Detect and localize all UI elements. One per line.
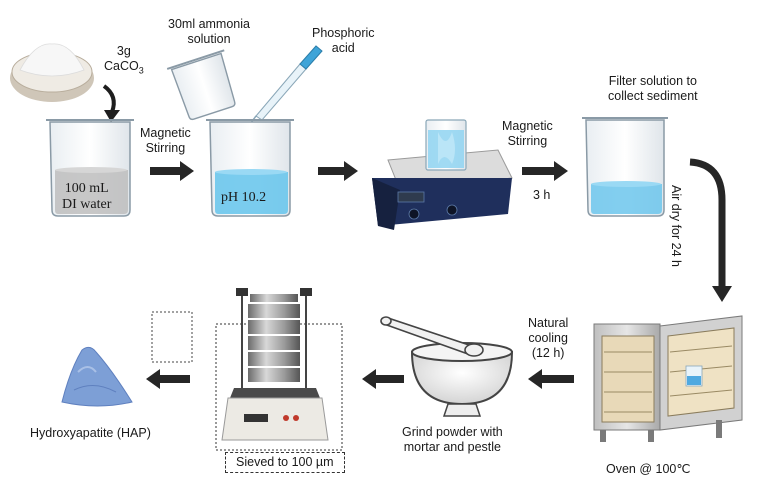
ammonia-label: 30ml ammonia solution bbox=[168, 17, 250, 47]
ammonia-line1: 30ml ammonia bbox=[168, 17, 250, 31]
magnetic-stirrer-icon bbox=[372, 119, 513, 230]
process-arrow-1-icon bbox=[150, 161, 194, 181]
stir2-label: Magnetic Stirring bbox=[502, 119, 553, 149]
caco3-dish-icon bbox=[10, 43, 94, 102]
curved-arrowhead-icon bbox=[104, 110, 120, 122]
sieved-label: Sieved to 100 µm bbox=[225, 452, 345, 473]
process-arrow-3-icon bbox=[522, 161, 568, 181]
grind-arrow-icon bbox=[362, 369, 404, 389]
stir2-line2: Stirring bbox=[507, 134, 548, 148]
grind-line1: Grind powder with bbox=[402, 425, 503, 439]
sieve-shaker-icon bbox=[215, 288, 343, 451]
phosphoric-line2: acid bbox=[331, 41, 355, 55]
cooling-arrow-icon bbox=[528, 369, 574, 389]
beaker-ph-icon bbox=[206, 119, 294, 217]
beaker-di-water-icon bbox=[46, 119, 134, 217]
pipette-icon bbox=[249, 45, 323, 125]
cooling-label: Natural cooling (12 h) bbox=[528, 316, 568, 361]
stir1-line1: Magnetic bbox=[140, 126, 191, 140]
beaker1-label: 100 mL DI water bbox=[62, 181, 111, 213]
beaker1-line2: DI water bbox=[62, 197, 112, 212]
process-arrow-2-icon bbox=[318, 161, 358, 181]
stir2-time-label: 3 h bbox=[533, 188, 551, 202]
filter-label: Filter solution to collect sediment bbox=[608, 74, 698, 104]
caco3-subscript: 3 bbox=[138, 65, 144, 76]
oven-label: Oven @ 100℃ bbox=[606, 462, 691, 476]
beaker1-line1: 100 mL bbox=[64, 181, 109, 196]
stir2-line1: Magnetic bbox=[502, 119, 553, 133]
cooling-line1: Natural bbox=[528, 316, 569, 330]
filter-line2: collect sediment bbox=[608, 89, 698, 103]
phosphoric-line1: Phosphoric bbox=[312, 26, 375, 40]
air-dry-arrow-icon bbox=[689, 158, 726, 288]
cooling-line2: cooling bbox=[528, 331, 568, 345]
curved-arrow-icon bbox=[102, 84, 116, 113]
grind-label: Grind powder with mortar and pestle bbox=[402, 425, 503, 455]
ammonia-line2: solution bbox=[187, 32, 231, 46]
stir1-line2: Stirring bbox=[145, 141, 186, 155]
mortar-pestle-icon bbox=[380, 316, 514, 417]
beaker-filtered-icon bbox=[582, 117, 668, 217]
caco3-formula: CaCO3 bbox=[104, 59, 144, 79]
ammonia-beaker-icon bbox=[166, 49, 236, 121]
stir1-label: Magnetic Stirring bbox=[140, 126, 191, 156]
caco3-formula-text: CaCO bbox=[104, 59, 139, 73]
phosphoric-label: Phosphoric acid bbox=[312, 26, 375, 56]
placeholder-box bbox=[151, 311, 193, 363]
sieve-arrow-icon bbox=[146, 369, 190, 389]
air-dry-arrowhead-icon bbox=[712, 286, 732, 302]
caco3-label: 3g CaCO3 bbox=[104, 44, 144, 79]
hap-label: Hydroxyapatite (HAP) bbox=[30, 426, 151, 440]
grind-line2: mortar and pestle bbox=[403, 440, 502, 454]
filter-line1: Filter solution to bbox=[608, 74, 697, 88]
beaker2-ph-label: pH 10.2 bbox=[221, 190, 267, 205]
hap-powder-icon bbox=[61, 346, 133, 407]
air-dry-label: Air dry for 24 h bbox=[669, 185, 683, 267]
cooling-line3: (12 h) bbox=[531, 346, 565, 360]
oven-icon bbox=[593, 315, 743, 442]
caco3-amount: 3g bbox=[116, 44, 131, 58]
